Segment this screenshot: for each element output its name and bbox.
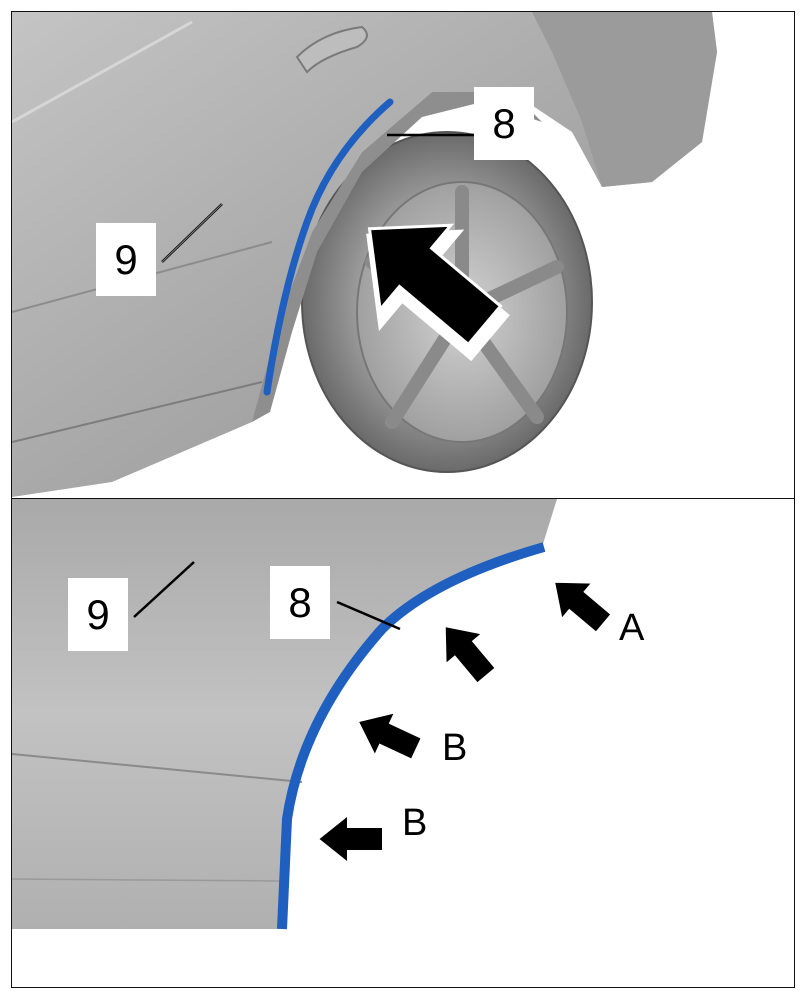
arrow-a: [552, 580, 613, 635]
arrow-b-lower: [316, 812, 384, 866]
sill-line: [12, 381, 263, 443]
seal-strip-detail: [277, 542, 546, 930]
body-line-2: [12, 878, 283, 882]
insert-direction-arrow: [366, 223, 510, 362]
seal-detail-illustration: [12, 499, 613, 930]
car-body: [12, 12, 717, 497]
callout-9-top: 9: [96, 223, 156, 296]
label-b-upper: B: [442, 727, 468, 769]
rear-bumper: [532, 12, 717, 187]
callout-9-detail: 9: [68, 578, 128, 651]
door-handle: [295, 25, 368, 74]
wheel-arch: [252, 92, 542, 422]
body-line-1: [12, 753, 303, 783]
arrow-b-upper: [356, 710, 424, 761]
leader-8-detail: [336, 600, 401, 631]
arrow-upper-mid: [443, 624, 498, 685]
callout-8-top: 8: [474, 87, 534, 160]
top-view-panel: 8 9: [11, 11, 795, 499]
rear-quarter-illustration: [12, 12, 717, 497]
seal-strip: [263, 98, 394, 396]
quarter-panel: [12, 499, 557, 929]
label-a: A: [619, 607, 645, 649]
leader-9-detail: [133, 561, 195, 618]
door-crease: [12, 20, 193, 124]
label-b-lower: B: [402, 802, 428, 844]
callout-8-detail: 8: [270, 566, 330, 639]
detail-view-panel: 9 8 A B B: [11, 498, 795, 988]
